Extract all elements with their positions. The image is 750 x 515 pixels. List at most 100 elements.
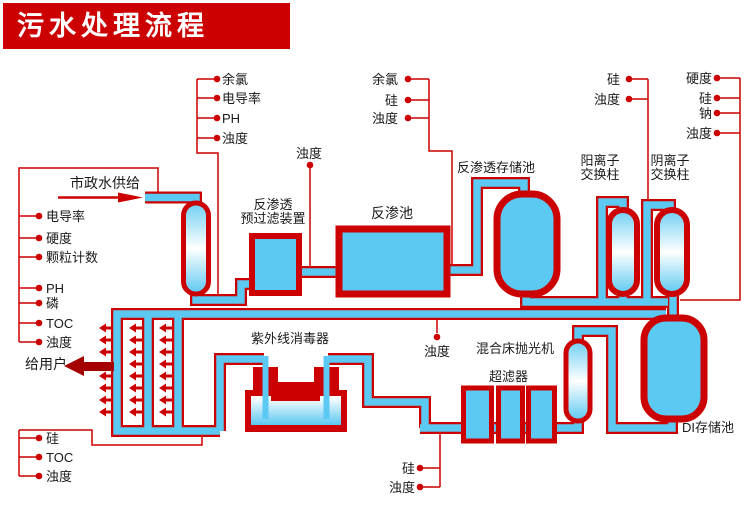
takeoff-arrow bbox=[129, 335, 143, 345]
sensor-label: 浊度 bbox=[371, 111, 398, 126]
ro-storage-label: 反渗透存储池 bbox=[457, 160, 536, 175]
sensor-label: 硅 bbox=[46, 431, 60, 446]
sensor-label: 电导率 bbox=[222, 91, 262, 106]
sensor-label: 硅 bbox=[698, 91, 712, 106]
cation-exchange-column bbox=[606, 207, 640, 297]
sensor-dots bbox=[35, 74, 721, 491]
page-title: 污水处理流程 bbox=[17, 11, 209, 41]
anion-exchanger-label: 阴离子 交换柱 bbox=[650, 153, 690, 182]
uv-sterilizer-housing bbox=[245, 356, 347, 432]
takeoff-arrow bbox=[129, 359, 143, 369]
pretreatment-vessel bbox=[181, 200, 211, 297]
sensor-label: PH bbox=[46, 281, 65, 296]
sensor-label: 浊度 bbox=[46, 469, 73, 484]
takeoff-arrow bbox=[129, 371, 143, 381]
cation-exchanger-label: 阳离子 交换柱 bbox=[580, 153, 620, 182]
mixed-bed-polisher-column bbox=[563, 338, 593, 424]
sensor-label: 磷 bbox=[46, 296, 60, 311]
municipal-supply-label: 市政水供给 bbox=[70, 175, 140, 191]
sensor-label: 浊度 bbox=[388, 480, 415, 495]
sensor-dot bbox=[713, 129, 721, 137]
takeoff-arrow bbox=[129, 395, 143, 405]
sensor-dot bbox=[213, 75, 221, 83]
sensor-dot bbox=[306, 161, 314, 169]
sensor-dot bbox=[35, 472, 43, 480]
ultrafilter-module bbox=[496, 385, 525, 444]
municipal-supply-arrow bbox=[58, 192, 143, 203]
takeoff-arrow bbox=[159, 359, 173, 369]
sensor-dot bbox=[35, 453, 43, 461]
sensor-dot bbox=[713, 94, 721, 102]
sensor-dot bbox=[416, 483, 424, 491]
takeoff-arrow bbox=[159, 383, 173, 393]
takeoff-arrow bbox=[99, 407, 113, 417]
sensor-dot bbox=[213, 134, 221, 142]
title-banner: 污水处理流程 bbox=[3, 3, 290, 49]
takeoff-arrow bbox=[99, 335, 113, 345]
ro-prefilter-unit bbox=[249, 233, 302, 296]
sensor-dot bbox=[433, 333, 441, 341]
to-users-arrow bbox=[64, 356, 114, 376]
sensor-label: 余氯 bbox=[222, 72, 249, 87]
anion-exchange-column bbox=[654, 207, 690, 297]
takeoff-arrow bbox=[129, 347, 143, 357]
sensor-dot bbox=[625, 95, 633, 103]
sensor-dot bbox=[35, 434, 43, 442]
takeoff-arrow bbox=[159, 323, 173, 333]
sensor-dot bbox=[35, 253, 43, 261]
sensor-label: 浊度 bbox=[46, 335, 73, 350]
ultrafilter-module bbox=[461, 385, 494, 444]
takeoff-arrow bbox=[99, 347, 113, 357]
takeoff-arrow bbox=[159, 335, 173, 345]
sensor-dot bbox=[35, 234, 43, 242]
to-users-label: 给用户 bbox=[25, 356, 67, 372]
sensor-dot bbox=[404, 75, 412, 83]
ro-pool-label: 反渗池 bbox=[371, 205, 413, 221]
sensor-label: 浊度 bbox=[424, 344, 451, 359]
takeoff-arrow bbox=[99, 323, 113, 333]
sensor-dot bbox=[213, 94, 221, 102]
sensor-label: 余氯 bbox=[371, 72, 398, 87]
sensor-label: TOC bbox=[46, 450, 74, 465]
sensor-label: 浊度 bbox=[296, 146, 323, 161]
vessels bbox=[181, 190, 708, 444]
sensor-label: 硬度 bbox=[46, 231, 73, 246]
takeoff-arrow bbox=[159, 395, 173, 405]
sensor-label: 浊度 bbox=[685, 126, 712, 141]
sensor-lines bbox=[18, 77, 741, 488]
takeoff-arrow bbox=[99, 395, 113, 405]
sensor-label: 钠 bbox=[698, 106, 712, 121]
takeoff-arrow bbox=[99, 383, 113, 393]
takeoff-arrow bbox=[159, 407, 173, 417]
di-storage-tank bbox=[640, 314, 708, 423]
sensor-dot bbox=[213, 114, 221, 122]
sensor-label: 硅 bbox=[401, 461, 415, 476]
sensor-dot bbox=[404, 96, 412, 104]
sensor-dot bbox=[713, 74, 721, 82]
sensor-dot bbox=[35, 212, 43, 220]
sensor-dot bbox=[35, 319, 43, 327]
sensor-label: 电导率 bbox=[46, 209, 86, 224]
sensor-label: 浊度 bbox=[593, 92, 620, 107]
di-storage-label: DI存储池 bbox=[682, 420, 735, 435]
distribution-arrows bbox=[99, 323, 173, 417]
takeoff-arrow bbox=[129, 323, 143, 333]
takeoff-arrow bbox=[129, 407, 143, 417]
sensor-dot bbox=[404, 114, 412, 122]
takeoff-arrow bbox=[129, 383, 143, 393]
sensor-dot bbox=[35, 284, 43, 292]
takeoff-arrow bbox=[99, 371, 113, 381]
sensor-label: 硬度 bbox=[685, 71, 712, 86]
sensor-label: 浊度 bbox=[222, 131, 249, 146]
sensor-dot bbox=[35, 299, 43, 307]
sensor-dot bbox=[35, 338, 43, 346]
ultrafilter-label: 超滤器 bbox=[489, 369, 529, 384]
sensor-dot bbox=[416, 464, 424, 472]
sensor-label: PH bbox=[222, 111, 241, 126]
ro-storage-tank bbox=[493, 190, 561, 298]
ro-pool-tank bbox=[335, 225, 451, 298]
ultrafilter-module bbox=[526, 385, 557, 444]
sensor-label: TOC bbox=[46, 316, 74, 331]
